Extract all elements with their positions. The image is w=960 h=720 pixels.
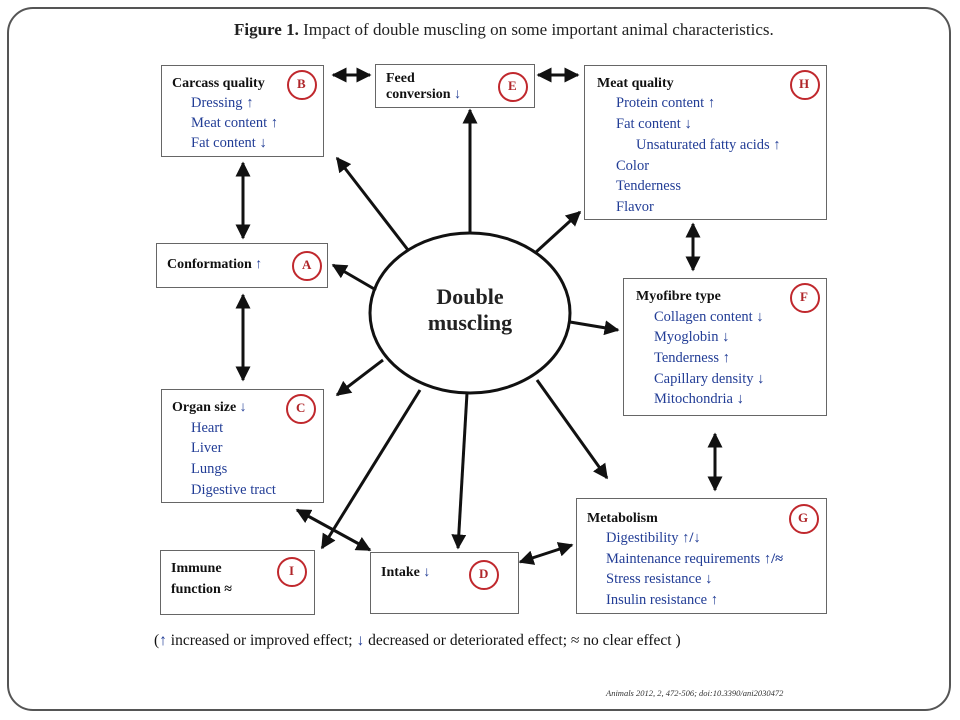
box-meat-quality: Meat quality H Protein content Fat conte…: [584, 65, 827, 220]
item-color: Color: [616, 158, 650, 174]
citation: Animals 2012, 2, 472-506; doi:10.3390/an…: [606, 688, 784, 698]
legend-open-paren: (: [154, 632, 160, 649]
arrow-to-myofibre: [569, 320, 620, 336]
item-mitochondria: Mitochondria: [654, 391, 744, 408]
center-line-2: muscling: [427, 310, 513, 335]
arrow-to-metabolism: [535, 379, 609, 480]
letter-h: H: [799, 76, 810, 91]
box-carcass-quality: Carcass quality B Dressing Meat content …: [161, 65, 324, 157]
item-meat-content: Meat content: [191, 115, 278, 132]
letter-circle: [790, 70, 820, 100]
letter-e: E: [508, 78, 517, 93]
letter-circle: [790, 283, 820, 313]
item-protein-content: Protein content: [616, 95, 715, 112]
letter-circle: [498, 72, 528, 102]
letter-g: G: [798, 510, 809, 525]
item-unsaturated-fatty-acids: Unsaturated fatty acids: [636, 137, 781, 154]
legend-approx-symbol: ≈: [570, 632, 580, 649]
arrow-to-immune: [320, 389, 422, 550]
legend: (↑ increased or improved effect; ↓ decre…: [154, 632, 681, 650]
item-flavor: Flavor: [616, 199, 654, 215]
item-maintenance-requirements: Maintenance requirements: [606, 551, 783, 568]
letter-circle: [286, 394, 316, 424]
letter-c: C: [296, 400, 306, 415]
legend-decreased: decreased or deteriorated effect;: [368, 632, 567, 649]
figure-title: Figure 1. Impact of double muscling on s…: [234, 20, 774, 40]
letter-a: A: [302, 257, 312, 272]
box-intake: Intake D: [370, 552, 519, 614]
item-stress-resistance: Stress resistance: [606, 571, 712, 588]
item-myoglobin: Myoglobin: [654, 329, 729, 346]
arrow-to-carcass-quality: [335, 156, 410, 251]
box-title: Carcass quality: [172, 76, 265, 91]
box-title: Intake: [381, 565, 430, 581]
letter-f: F: [800, 289, 808, 304]
letter-i: I: [289, 563, 295, 578]
letter-circle: [292, 251, 322, 281]
center-line-1: Double: [436, 284, 504, 309]
center-label: Double muscling: [372, 284, 568, 336]
figure-label: Figure 1.: [234, 20, 299, 39]
slide-frame: [7, 7, 951, 711]
item-fat-content: Fat content: [616, 116, 692, 133]
item-liver: Liver: [191, 440, 223, 456]
link-organ-intake: [295, 508, 372, 552]
box-title: Organ size: [172, 400, 247, 416]
box-metabolism: Metabolism G Digestibility Maintenance r…: [576, 498, 827, 614]
item-heart: Heart: [191, 420, 224, 436]
item-capillary-density: Capillary density: [654, 371, 764, 388]
link-intake-metabolism: [518, 542, 574, 565]
letter-circle: [287, 70, 317, 100]
box-title-line-1: Immune: [171, 561, 222, 576]
item-digestibility: Digestibility: [606, 530, 701, 547]
item-fat-content: Fat content: [191, 135, 267, 152]
letter-b: B: [297, 76, 306, 91]
legend-no-effect: no clear effect ): [583, 632, 681, 649]
arrow-down-icon: ↓: [356, 632, 365, 649]
box-feed-conversion: Feed conversion E: [375, 64, 535, 108]
box-title-line-1: Feed: [386, 71, 415, 86]
box-title: Meat quality: [597, 76, 674, 91]
arrow-to-intake: [451, 392, 469, 550]
item-tenderness: Tenderness: [654, 350, 730, 367]
item-insulin-resistance: Insulin resistance: [606, 592, 718, 609]
item-lungs: Lungs: [191, 461, 228, 477]
arrow-to-conformation: [331, 263, 377, 292]
box-conformation: Conformation A: [156, 243, 328, 288]
box-title: Conformation: [167, 257, 262, 273]
arrow-to-organ-size: [335, 358, 384, 397]
box-title-line-2: conversion: [386, 87, 461, 103]
item-tenderness: Tenderness: [616, 178, 682, 194]
box-myofibre-type: Myofibre type F Collagen content Myoglob…: [623, 278, 827, 416]
item-collagen-content: Collagen content: [654, 309, 764, 326]
box-immune-function: Immune function ≈ I: [160, 550, 315, 615]
arrow-up-icon: ↑: [159, 632, 167, 649]
box-organ-size: Organ size C Heart Liver Lungs Digestive…: [161, 389, 324, 503]
item-dressing: Dressing: [191, 95, 253, 112]
letter-circle: [789, 504, 819, 534]
letter-d: D: [479, 566, 489, 581]
letter-circle: [469, 560, 499, 590]
box-title: Metabolism: [587, 511, 658, 526]
legend-increased: increased or improved effect;: [170, 632, 353, 649]
figure-caption: Impact of double muscling on some import…: [303, 20, 774, 39]
box-title: Myofibre type: [636, 289, 721, 304]
arrow-to-meat-quality: [533, 210, 582, 255]
item-digestive-tract: Digestive tract: [191, 482, 276, 498]
letter-circle: [277, 557, 307, 587]
box-title-line-2: function ≈: [171, 582, 232, 597]
